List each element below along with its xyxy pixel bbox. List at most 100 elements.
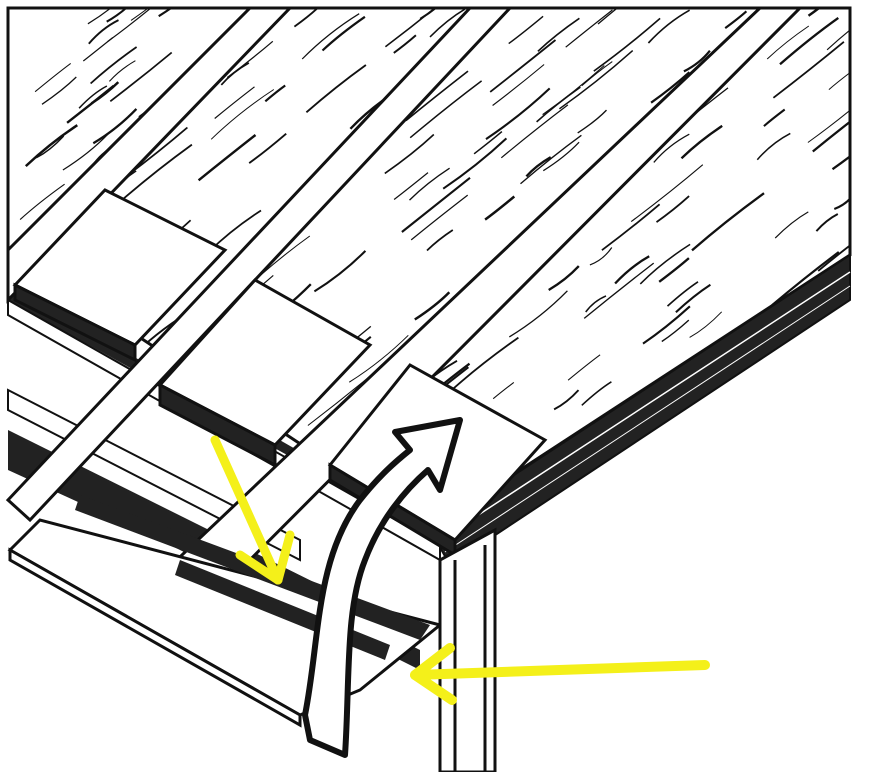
grain-stroke [293, 8, 318, 28]
grain-stroke [542, 65, 605, 116]
grain-stroke [66, 84, 115, 124]
grain-stroke [589, 247, 613, 266]
grain-stroke [763, 108, 786, 127]
grain-stroke [812, 116, 850, 153]
grain-stroke [78, 85, 108, 109]
grain-stroke [485, 87, 551, 140]
grain-stroke [601, 203, 661, 251]
exterior-wall [438, 527, 497, 772]
grain-stroke [691, 192, 765, 252]
grain-stroke [158, 8, 225, 18]
grain-stroke [581, 61, 613, 87]
airflow-arrow-icon [302, 417, 463, 758]
grain-stroke [409, 80, 483, 139]
grain-stroke [583, 262, 655, 319]
grain-stroke [833, 192, 850, 210]
baffle-1-edge [13, 282, 137, 363]
grain-stroke [393, 172, 429, 200]
grain-stroke [313, 250, 367, 293]
grain-stroke [565, 9, 613, 48]
grain-stroke [558, 50, 634, 110]
grain-stroke [614, 255, 650, 285]
grain-stroke [655, 195, 690, 223]
grain-stroke [426, 229, 454, 252]
grain-stroke [508, 15, 544, 45]
grain-stroke [675, 283, 711, 314]
grain-stroke [779, 16, 839, 66]
grain-stroke [348, 334, 409, 383]
grain-stroke [771, 251, 840, 307]
grain-stroke [92, 108, 138, 145]
grain-stroke [492, 381, 515, 400]
grain-stroke [410, 194, 469, 241]
grain-stroke [108, 60, 136, 82]
grain-stroke [429, 8, 466, 38]
grain-stroke [815, 213, 839, 232]
grain-stroke [473, 131, 503, 155]
grain-stroke [680, 124, 723, 160]
grain-stroke [520, 134, 582, 185]
grain-stroke [119, 143, 193, 203]
grain-stroke [489, 39, 557, 93]
grain-stroke [653, 133, 690, 163]
grain-stroke [401, 176, 471, 233]
grain-stroke [525, 156, 552, 178]
grain-stroke [658, 257, 690, 283]
grain-stroke [689, 311, 723, 338]
grain-stroke [442, 137, 508, 190]
grain-stroke [807, 88, 850, 143]
grain-stroke [484, 195, 516, 221]
highlight-arrows [210, 435, 710, 705]
roof-edge-fascia [428, 253, 851, 567]
grain-stroke [106, 8, 137, 23]
grain-stroke [19, 183, 65, 221]
grain-stroke [24, 124, 78, 168]
grain-stroke [826, 8, 850, 51]
grain-stroke [248, 132, 287, 164]
grain-stroke [214, 86, 255, 119]
grain-stroke [492, 64, 545, 106]
grain-stroke [756, 132, 791, 161]
grain-stroke [35, 135, 65, 159]
grain-stroke [542, 141, 580, 172]
grain-stroke [414, 291, 451, 321]
grain-stroke [630, 164, 704, 223]
grain-stroke [109, 51, 173, 103]
grain-stroke [88, 19, 119, 45]
grain-stroke [226, 40, 274, 79]
grain-stroke [766, 25, 810, 60]
grain-stroke [197, 134, 257, 182]
grain-stroke [567, 354, 601, 381]
grain-stroke [321, 15, 366, 52]
grain-stroke [210, 89, 275, 140]
grain-stroke [683, 50, 711, 73]
arrow-down-icon [210, 435, 295, 585]
grain-stroke [107, 8, 173, 43]
grain-stroke [593, 17, 661, 72]
grain-stroke [553, 389, 580, 411]
grain-stroke [82, 37, 114, 62]
grain-stroke [508, 290, 568, 338]
grain-stroke [548, 265, 580, 291]
grain-stroke [772, 41, 845, 99]
grain-stroke [301, 13, 360, 60]
grain-stroke [305, 64, 367, 114]
grain-stroke [831, 121, 850, 171]
grain-stroke [384, 133, 435, 175]
grain-stroke [828, 68, 850, 90]
grain-stroke [264, 84, 286, 103]
grain-stroke [405, 70, 469, 122]
grain-stroke [34, 62, 72, 93]
rafter-2 [5, 6, 514, 523]
grain-stroke [597, 8, 667, 25]
grain-stroke [500, 104, 569, 159]
baffle-2-edge [158, 382, 277, 468]
grain-stroke [419, 8, 450, 20]
grain-stroke [817, 240, 850, 272]
grain-stroke [41, 76, 77, 105]
grain-stroke [87, 8, 138, 25]
grain-stroke [393, 34, 417, 54]
arrow-left-icon [410, 643, 710, 705]
grain-stroke [130, 8, 192, 21]
